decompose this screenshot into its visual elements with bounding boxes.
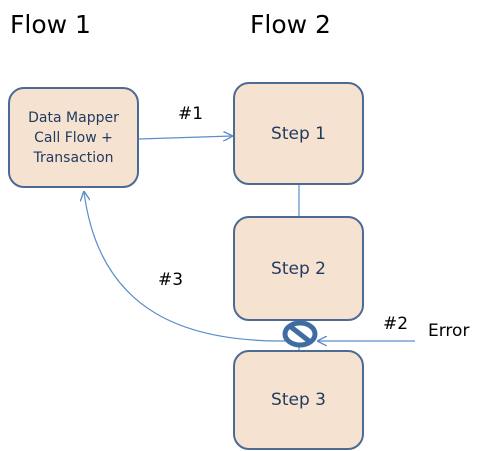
step-3-label: Step 3 [271, 390, 326, 410]
edge-label-3: #3 [158, 270, 184, 290]
data-mapper-line-3: Transaction [33, 149, 114, 166]
edge-label-1: #1 [178, 104, 204, 124]
step-3-node: Step 3 [233, 350, 364, 450]
data-mapper-line-1: Data Mapper [28, 109, 119, 126]
edge-label-2: #2 [383, 314, 409, 334]
step-1-label: Step 1 [271, 123, 326, 144]
flow-2-heading: Flow 2 [250, 10, 331, 39]
arrow-3 [84, 192, 288, 342]
flow-1-heading: Flow 1 [10, 10, 91, 39]
arrow-1 [138, 136, 232, 139]
data-mapper-node: Data Mapper Call Flow + Transaction [8, 87, 139, 188]
data-mapper-line-2: Call Flow + [34, 129, 113, 146]
step-1-node: Step 1 [233, 82, 364, 185]
no-entry-icon [282, 320, 318, 348]
error-label: Error [428, 321, 470, 341]
step-2-label: Step 2 [271, 258, 326, 279]
step-2-node: Step 2 [233, 216, 364, 321]
